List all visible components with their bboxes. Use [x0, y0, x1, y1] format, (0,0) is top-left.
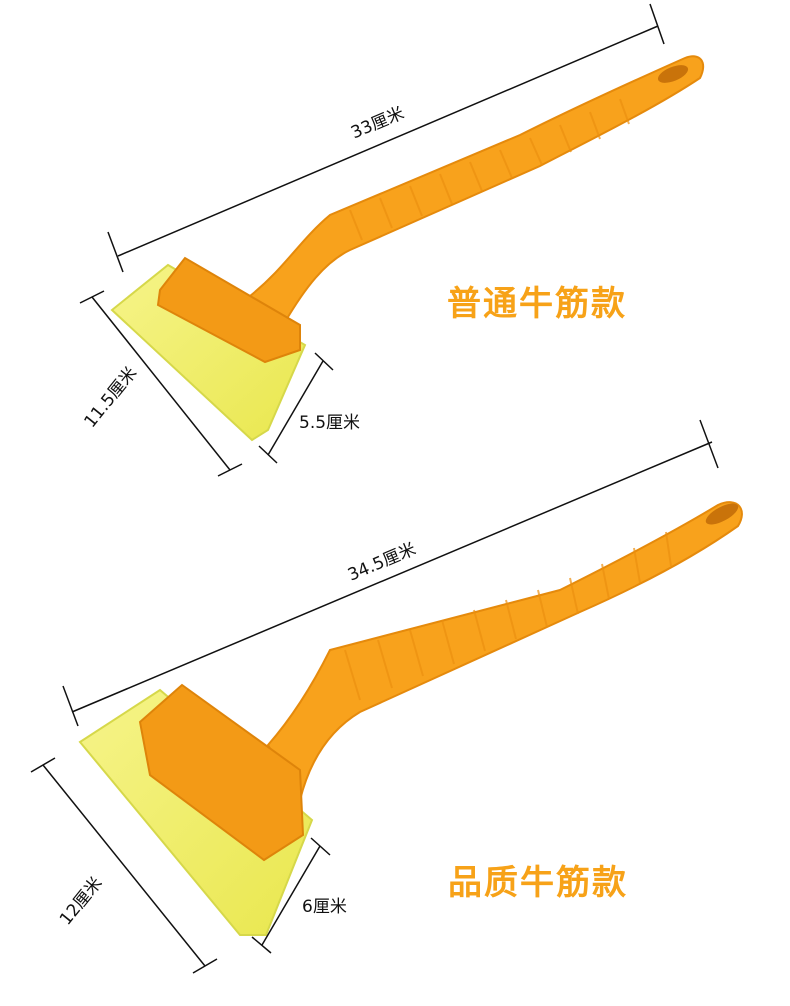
bottom-blade-width-label: 12厘米	[56, 873, 107, 929]
scraper-blade	[78, 688, 314, 936]
blade-clamp	[138, 683, 305, 862]
top-length-dimension	[107, 3, 665, 273]
hang-hole	[705, 503, 739, 525]
top-blade-height-label: 5.5厘米	[299, 413, 360, 433]
top-blade-width-label: 11.5厘米	[80, 363, 141, 431]
bottom-length-dimension	[62, 419, 719, 727]
top-blade-height-dimension	[258, 352, 334, 464]
ice-scraper-standard	[110, 55, 705, 442]
scraper-blade	[110, 263, 307, 442]
top-blade-width-dimension	[79, 290, 243, 477]
ice-scraper-premium	[78, 501, 743, 936]
hang-hole	[657, 65, 689, 83]
blade-clamp	[156, 256, 301, 364]
product-title-standard: 普通牛筋款	[447, 284, 627, 324]
scraper-handle	[248, 55, 705, 324]
handle-grip-ridges	[349, 98, 630, 241]
bottom-length-label: 34.5厘米	[345, 539, 419, 585]
handle-grip-ridges	[344, 531, 672, 701]
product-title-premium: 品质牛筋款	[448, 863, 628, 903]
scraper-handle	[266, 501, 743, 803]
bottom-blade-height-label: 6厘米	[302, 897, 347, 917]
bottom-blade-width-dimension	[30, 757, 218, 974]
bottom-blade-height-dimension	[251, 837, 331, 954]
